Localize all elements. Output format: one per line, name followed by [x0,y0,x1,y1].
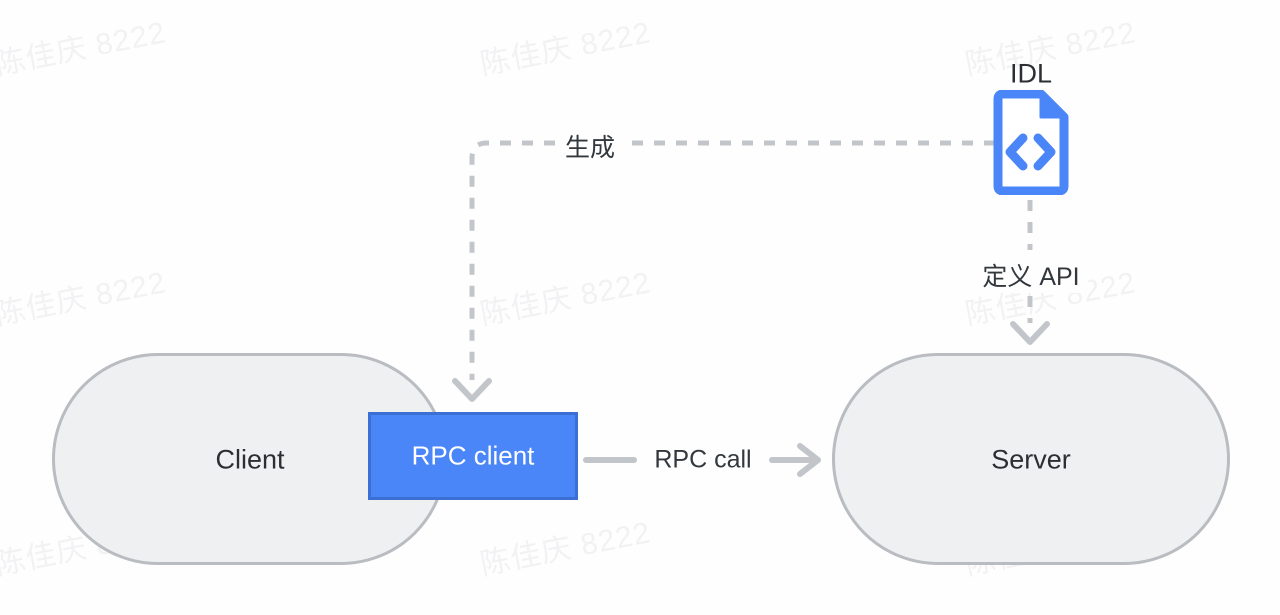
code-file-icon [993,89,1069,196]
server-node-label: Server [991,444,1071,475]
idl-node-label: IDL [1009,58,1053,89]
define-api-arrowhead-icon [1010,321,1050,345]
generate-edge-label: 生成 [555,128,625,164]
chevron-right-icon [1033,133,1056,171]
rpc-call-edge-label: RPC call [645,445,761,475]
chevron-left-icon [1005,133,1028,171]
rpc-call-arrowhead-icon [797,443,821,477]
file-fold-corner [1039,94,1064,119]
rpc-client-node-label: RPC client [411,440,535,471]
idl-node[interactable] [993,89,1069,200]
client-node-label: Client [215,444,285,475]
define-api-edge-label: 定义 API [973,257,1089,293]
rpc-client-node[interactable] [368,412,578,500]
generate-arrowhead-icon [452,378,492,402]
generate-edge-line [469,140,995,380]
server-node[interactable] [832,353,1230,565]
